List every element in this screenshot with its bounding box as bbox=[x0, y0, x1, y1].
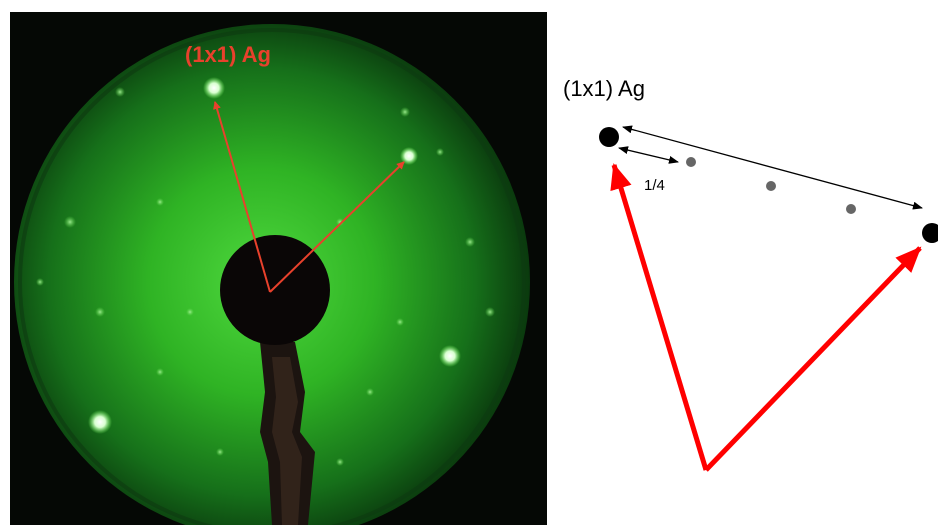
bright-spot-lower-left bbox=[88, 410, 112, 434]
fractional-spot-1 bbox=[686, 157, 696, 167]
schematic-vector-to-left-spot bbox=[610, 163, 709, 471]
leed-pattern-photo: (1x1) Ag bbox=[10, 12, 547, 525]
fraction-label: 1/4 bbox=[644, 177, 665, 194]
reciprocal-lattice-schematic: (1x1) Ag 1/4 bbox=[563, 76, 938, 472]
bright-spot-right bbox=[400, 147, 418, 165]
integer-spot-right bbox=[922, 223, 938, 243]
fractional-spot-3 bbox=[846, 204, 856, 214]
photo-vector-to-right-spot bbox=[269, 161, 405, 293]
electron-gun-shadow bbox=[220, 235, 330, 345]
faint-diffraction-spots bbox=[36, 87, 495, 466]
photo-vector-to-top-spot bbox=[213, 101, 271, 293]
quarter-spacing-arrow bbox=[618, 146, 679, 164]
schematic-label: (1x1) Ag bbox=[563, 76, 645, 101]
full-spacing-arrow bbox=[622, 125, 923, 210]
schematic-vector-to-right-spot bbox=[704, 246, 922, 472]
fractional-spot-2 bbox=[766, 181, 776, 191]
screen-rim bbox=[18, 28, 526, 525]
integer-spot-left bbox=[599, 127, 619, 147]
holder-highlight bbox=[272, 357, 302, 525]
photo-label: (1x1) Ag bbox=[185, 42, 271, 67]
bright-spot-lower-right bbox=[439, 345, 461, 367]
bright-spot-top bbox=[203, 77, 225, 99]
